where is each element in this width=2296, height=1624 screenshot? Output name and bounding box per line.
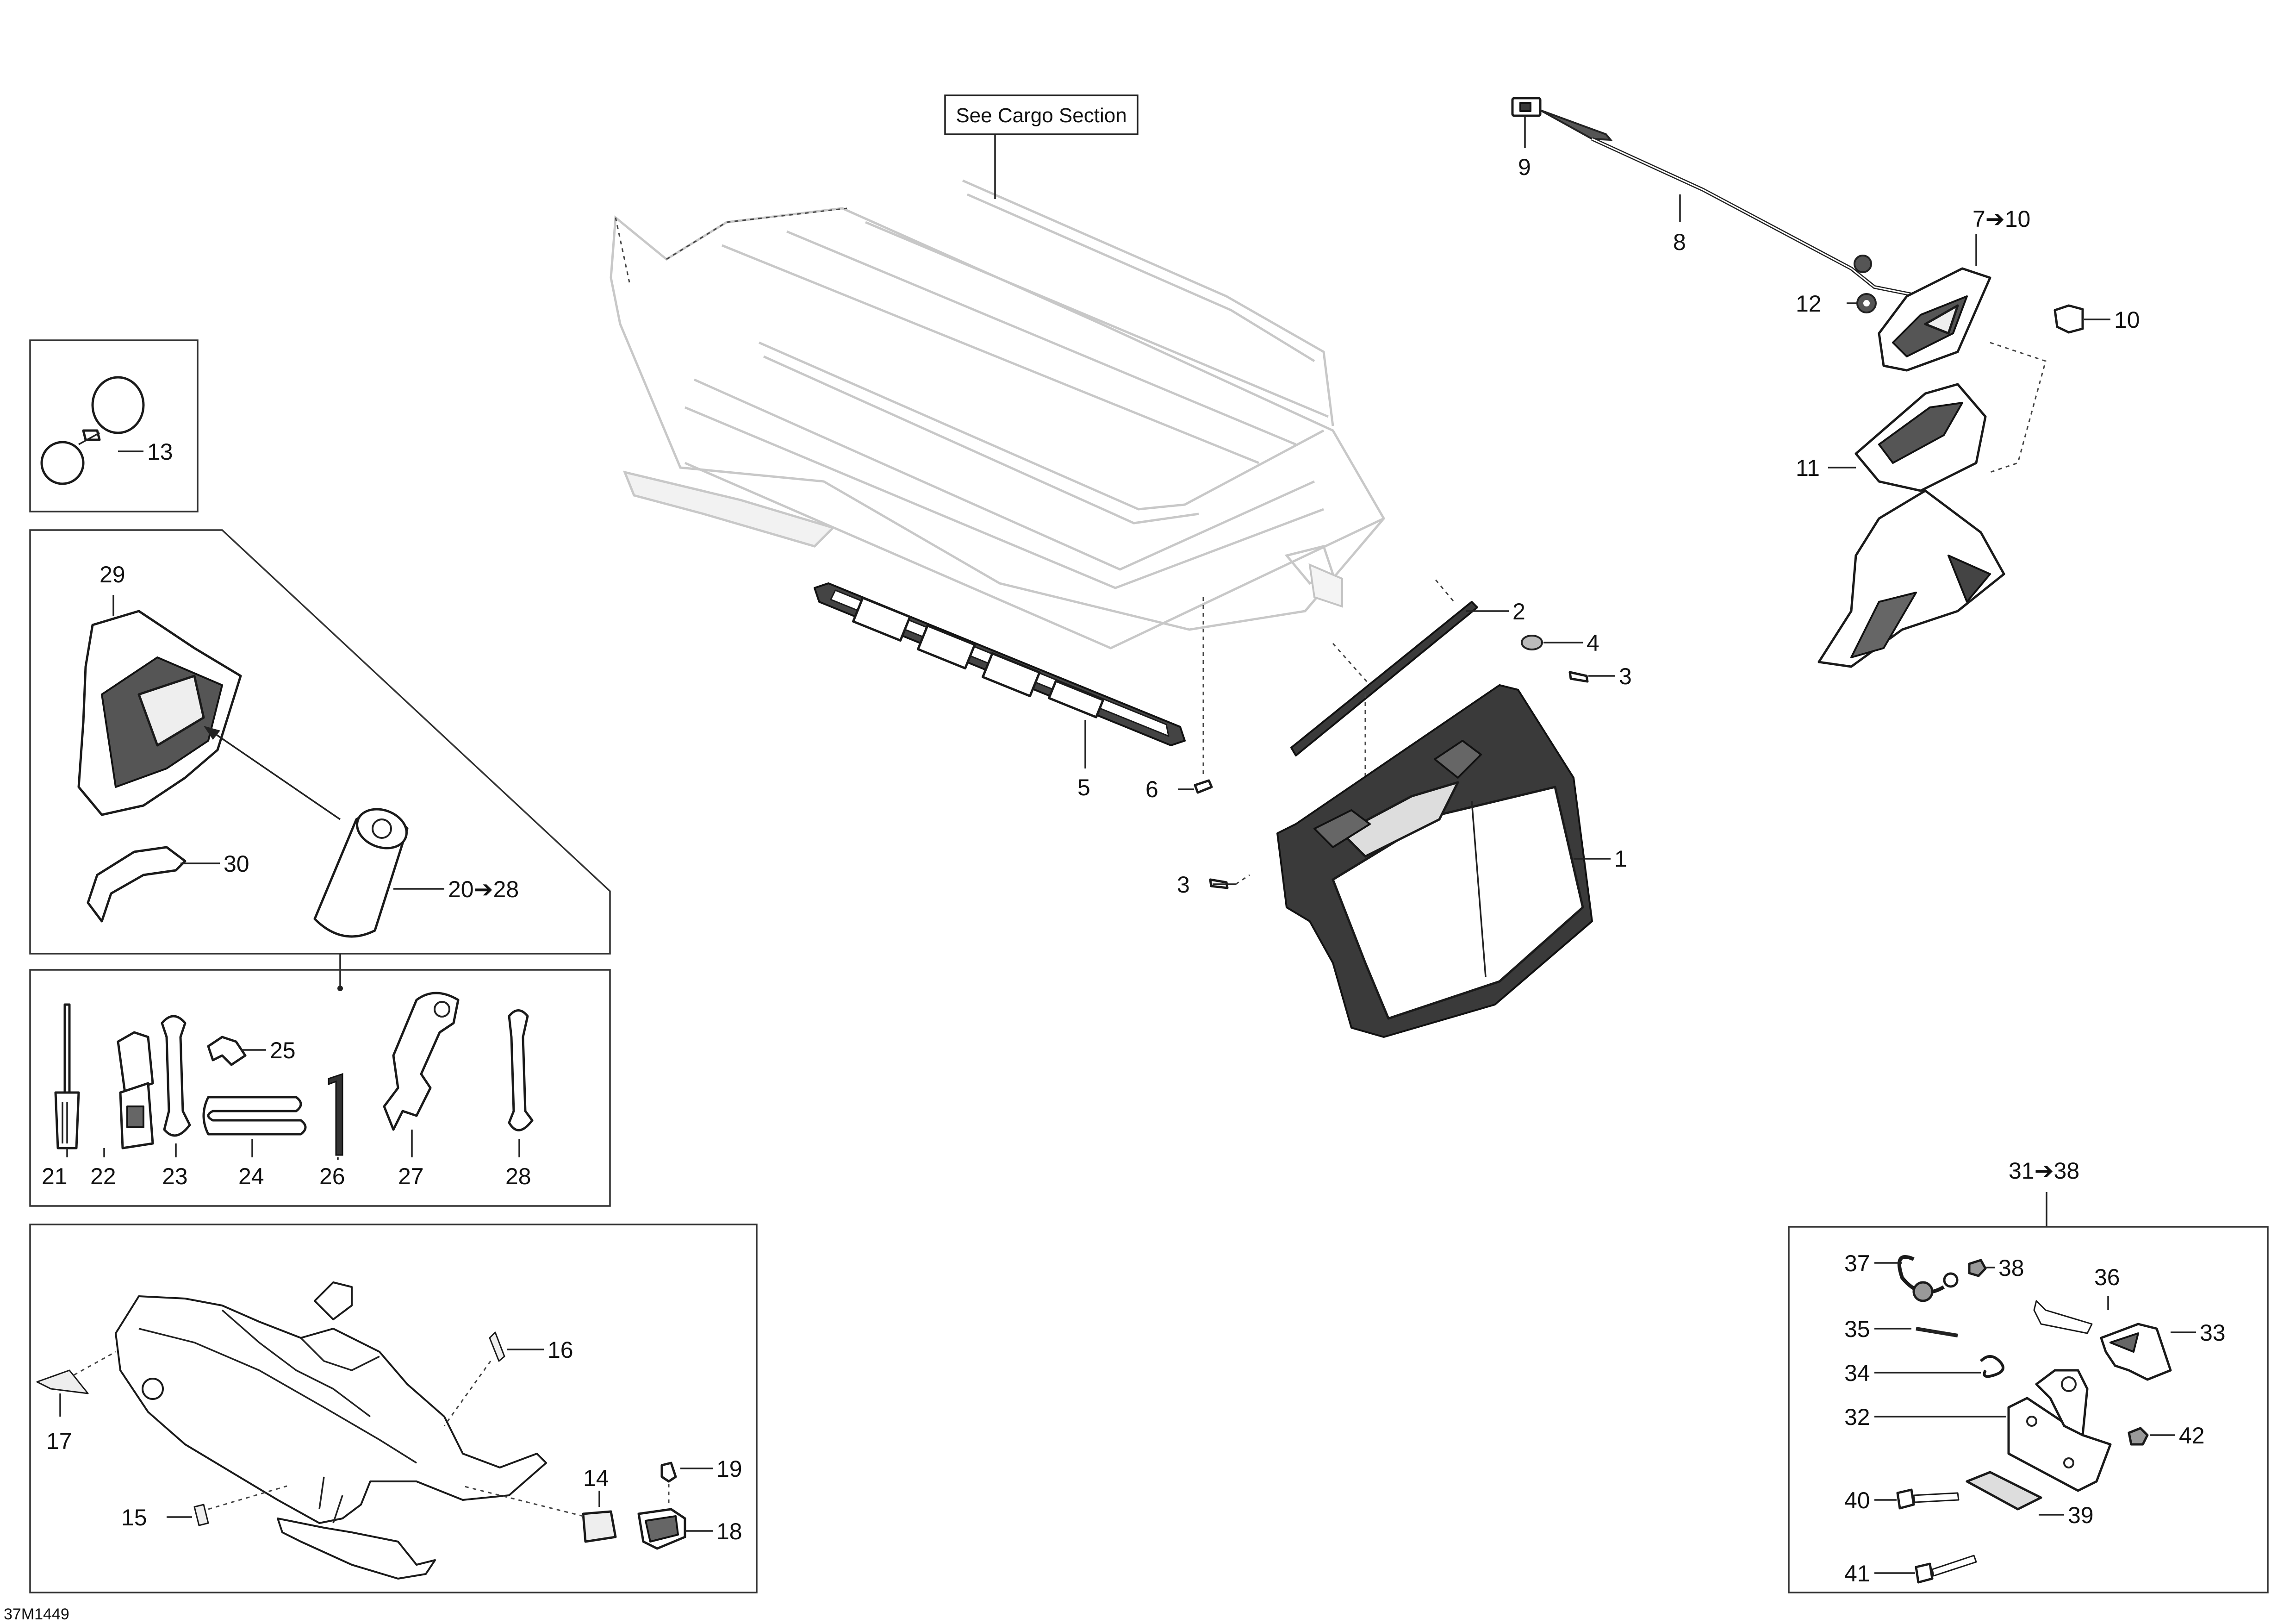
tool-23-wrench: 23 <box>161 1015 191 1189</box>
part-3-screw-lower: 3 <box>1177 872 1250 898</box>
part-18-holder: 18 <box>637 1508 742 1550</box>
part-8-wire-harness: 8 <box>1540 109 1921 298</box>
part-37-cable: 37 <box>1844 1250 1959 1302</box>
svg-text:39: 39 <box>2068 1502 2094 1528</box>
svg-text:10: 10 <box>2114 307 2140 333</box>
part-29-tool-bag: 29 <box>77 562 341 820</box>
part-30-strap: 30 <box>87 846 249 923</box>
part-10-bulb: 10 <box>2053 304 2140 334</box>
svg-text:42: 42 <box>2179 1423 2205 1449</box>
svg-text:32: 32 <box>1844 1404 1870 1430</box>
part-35-rod: 35 <box>1844 1316 1958 1342</box>
part-38-nut: 38 <box>1968 1255 2024 1281</box>
tool-26-hex-key: 26 <box>319 1073 345 1189</box>
svg-text:12: 12 <box>1796 291 1822 317</box>
tool-24-wire-loop: 24 <box>202 1096 307 1189</box>
tool-27-spanner: 27 <box>383 992 460 1189</box>
box-13-frame <box>29 339 199 512</box>
part-3-screw-upper: 3 <box>1568 663 1632 689</box>
svg-text:33: 33 <box>2200 1320 2226 1346</box>
svg-text:1: 1 <box>1614 846 1627 872</box>
svg-text:16: 16 <box>548 1337 573 1363</box>
svg-text:15: 15 <box>121 1505 147 1530</box>
part-20-28-tool-roll: 20➔28 <box>313 808 519 991</box>
part-42-nut: 42 <box>2128 1423 2205 1449</box>
part-33-bracket: 33 <box>2100 1320 2226 1381</box>
svg-text:19: 19 <box>716 1456 742 1482</box>
svg-text:22: 22 <box>90 1163 116 1189</box>
part-40-bolt: 40 <box>1844 1487 1960 1513</box>
part-7-taillight: 7➔10 <box>1878 206 2030 372</box>
decal-16: 16 <box>443 1331 573 1426</box>
cargo-rack <box>610 179 1386 650</box>
svg-text:14: 14 <box>583 1465 609 1491</box>
svg-text:34: 34 <box>1844 1360 1870 1386</box>
drawing-code: 37M1449 <box>4 1605 69 1623</box>
svg-text:17: 17 <box>46 1428 72 1454</box>
part-19-clip: 19 <box>660 1456 742 1507</box>
svg-text:30: 30 <box>224 851 249 877</box>
svg-text:35: 35 <box>1844 1316 1870 1342</box>
svg-text:36: 36 <box>2094 1264 2120 1290</box>
box-toolbag-frame <box>29 529 611 955</box>
part-32-hitch-plate: 32 <box>1844 1369 2112 1492</box>
part-6-screw: 6 <box>1145 597 1213 802</box>
part-36-pin: 36 <box>2033 1264 2120 1334</box>
svg-text:7➔10: 7➔10 <box>1972 206 2030 232</box>
svg-text:28: 28 <box>505 1163 531 1189</box>
svg-text:31➔38: 31➔38 <box>2009 1158 2079 1184</box>
svg-text:23: 23 <box>162 1163 188 1189</box>
svg-text:8: 8 <box>1673 229 1686 255</box>
svg-text:21: 21 <box>42 1163 68 1189</box>
part-9-connector: 9 <box>1511 97 1542 180</box>
svg-text:2: 2 <box>1512 599 1525 625</box>
svg-text:26: 26 <box>319 1163 345 1189</box>
part-11-light-housing: 11 <box>1796 342 2047 668</box>
tool-28-wrench: 28 <box>505 1009 534 1189</box>
svg-text:27: 27 <box>398 1163 424 1189</box>
part-39-plate: 39 <box>1966 1471 2094 1528</box>
box-decals-frame <box>29 1224 758 1593</box>
svg-text:3: 3 <box>1619 663 1632 689</box>
svg-text:41: 41 <box>1844 1561 1870 1587</box>
svg-text:6: 6 <box>1145 776 1158 802</box>
snowmobile-outline <box>115 1281 547 1580</box>
svg-text:See Cargo Section: See Cargo Section <box>956 104 1126 127</box>
svg-text:24: 24 <box>238 1163 264 1189</box>
part-4-washer: 4 <box>1521 630 1599 656</box>
part-1-storage-bag: 1 <box>1276 684 1627 1038</box>
svg-text:3: 3 <box>1177 872 1190 898</box>
tool-25-clip: 25 <box>207 1036 296 1066</box>
svg-text:38: 38 <box>1998 1255 2024 1281</box>
svg-text:37: 37 <box>1844 1250 1870 1276</box>
svg-text:9: 9 <box>1518 154 1531 180</box>
part-13-suction-cup: 13 <box>40 376 173 485</box>
tool-21-screwdriver: 21 <box>42 1003 80 1189</box>
box-hitch-frame: 31➔38 <box>1788 1158 2269 1593</box>
svg-text:40: 40 <box>1844 1487 1870 1513</box>
svg-text:25: 25 <box>270 1037 296 1063</box>
decal-14: 14 <box>462 1465 617 1543</box>
tool-22-spark-plug-socket: 22 <box>90 1031 154 1189</box>
see-cargo-section-note: See Cargo Section <box>944 94 1139 199</box>
part-5-side-panel: 5 <box>814 582 1186 800</box>
svg-text:20➔28: 20➔28 <box>448 876 519 902</box>
svg-text:18: 18 <box>716 1518 742 1544</box>
part-12-grommet: 12 <box>1796 255 1877 317</box>
decal-17: 17 <box>36 1351 116 1454</box>
svg-text:11: 11 <box>1796 455 1820 481</box>
svg-text:29: 29 <box>100 562 125 587</box>
decal-15: 15 <box>121 1485 287 1530</box>
svg-text:4: 4 <box>1587 630 1599 656</box>
part-41-bolt: 41 <box>1844 1555 1977 1587</box>
part-34-spring: 34 <box>1844 1355 2004 1386</box>
part-2-rail: 2 <box>1290 578 1525 787</box>
box-tools-frame <box>29 969 611 1207</box>
svg-text:5: 5 <box>1077 775 1090 800</box>
svg-text:13: 13 <box>147 439 173 465</box>
